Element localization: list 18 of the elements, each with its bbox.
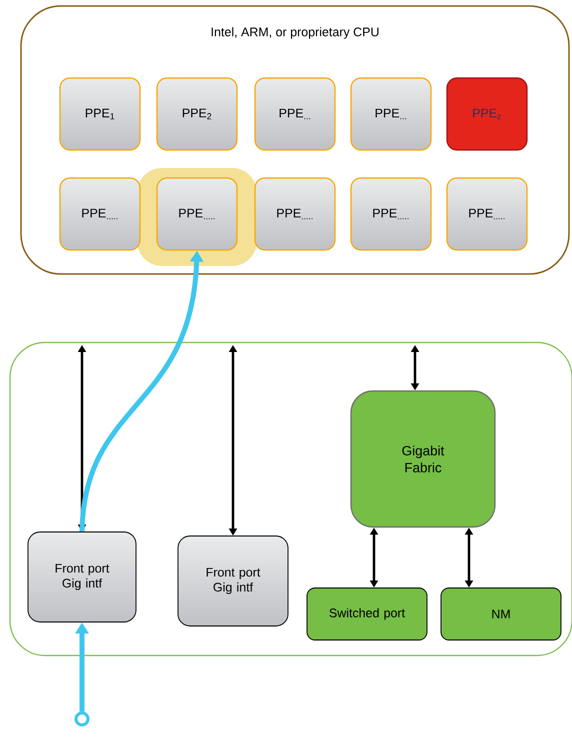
ppe-box: PPE$_{.....}$ (254, 177, 336, 251)
ppe-box: PPE$_{1}$ (59, 77, 141, 151)
module-box: NM (440, 588, 562, 640)
ppe-box: PPE$_{z}$ (446, 77, 528, 151)
port-box: Front port Gig intf (28, 532, 136, 622)
ppe-box: PPE$_{.....}$ (59, 177, 141, 251)
module-box: Switched port (306, 588, 428, 640)
ppe-box: PPE$_{.....}$ (156, 177, 238, 251)
start-dot (74, 712, 90, 726)
box-title: Intel, ARM, or proprietary CPU (212, 27, 378, 39)
port-box: Front port Gig intf (178, 536, 288, 626)
ppe-box: PPE$_{...}$ (350, 77, 432, 151)
ppe-box: PPE$_{...}$ (254, 77, 336, 151)
ppe-box: PPE$_{.....}$ (446, 177, 528, 251)
fabric-box: Gigabit Fabric (350, 390, 496, 528)
ppe-box: PPE$_{2}$ (156, 77, 238, 151)
ppe-box: PPE$_{.....}$ (350, 177, 432, 251)
board-box (9, 342, 572, 656)
